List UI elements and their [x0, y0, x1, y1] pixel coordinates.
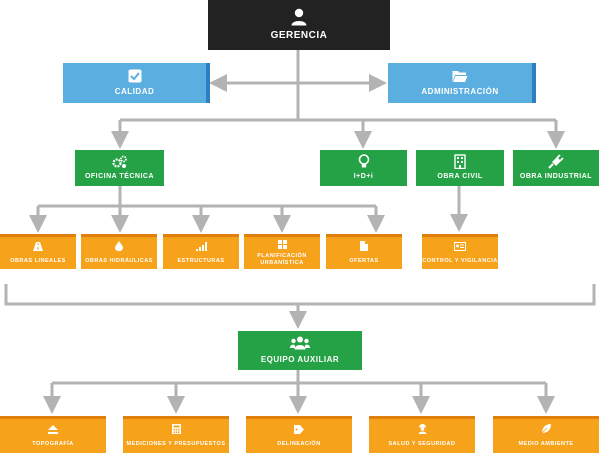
node-label: I+D+i: [353, 173, 374, 181]
node-label: OFERTAS: [349, 258, 379, 265]
folder-open-icon: [452, 70, 468, 83]
connector-bracket: [4, 284, 596, 306]
node-idi: I+D+i: [320, 150, 407, 186]
node-label: MEDIO AMBIENTE: [518, 441, 574, 448]
node-obras-hidraulicas: OBRAS HIDRÁULICAS: [81, 234, 157, 269]
calculator-icon: [171, 424, 181, 435]
node-label: CONTROL Y VIGILANCIA: [422, 257, 498, 264]
gears-icon: [111, 155, 128, 169]
node-planificacion: PLANIFICACIÓN URBANÍSTICA: [244, 234, 320, 269]
node-label: EQUIPO AUXILIAR: [260, 355, 340, 365]
node-label: OBRA INDUSTRIAL: [519, 173, 593, 181]
node-estructuras: ESTRUCTURAS: [163, 234, 239, 269]
group-icon: [290, 336, 310, 350]
checkbox-icon: [128, 69, 142, 83]
node-label: CALIDAD: [114, 87, 155, 97]
node-label: OBRAS HIDRÁULICAS: [85, 258, 153, 265]
document-icon: [360, 241, 368, 252]
connector-gerencia-calidad: [209, 50, 300, 92]
node-label: OBRA CIVIL: [437, 173, 483, 181]
node-topografia: TOPOGRAFÍA: [0, 416, 106, 453]
tag-icon: [294, 424, 304, 434]
grid-icon: [277, 240, 287, 250]
road-icon: [33, 241, 43, 251]
worker-icon: [418, 424, 427, 435]
node-salud: SALUD Y SEGURIDAD: [369, 416, 475, 453]
user-icon: [290, 8, 308, 26]
node-oficina-tecnica: OFICINA TÉCNICA: [75, 150, 164, 186]
node-mediciones: MEDICIONES Y PRESUPUESTOS: [123, 416, 229, 453]
node-administracion: ADMINISTRACIÓN: [388, 63, 536, 103]
node-calidad: CALIDAD: [63, 63, 210, 103]
node-gerencia: GERENCIA: [208, 0, 390, 50]
signal-bars-icon: [195, 241, 207, 251]
node-obra-industrial: OBRA INDUSTRIAL: [513, 150, 599, 186]
drop-icon: [115, 241, 123, 252]
building-icon: [454, 154, 466, 170]
node-label: ESTRUCTURAS: [177, 257, 225, 264]
node-obra-civil: OBRA CIVIL: [416, 150, 504, 186]
node-obras-lineales: OBRAS LINEALES: [0, 234, 76, 269]
leaf-icon: [541, 424, 551, 435]
node-label: MEDICIONES Y PRESUPUESTOS: [126, 441, 226, 448]
node-label: SALUD Y SEGURIDAD: [388, 441, 456, 448]
node-ofertas: OFERTAS: [326, 234, 402, 269]
id-card-icon: [454, 241, 466, 251]
node-label: DELINEACIÓN: [277, 440, 321, 447]
lightbulb-icon: [358, 154, 370, 169]
node-label: PLANIFICACIÓN URBANÍSTICA: [257, 253, 307, 266]
plug-icon: [548, 154, 564, 170]
node-control: CONTROL Y VIGILANCIA: [422, 234, 498, 269]
node-label: OFICINA TÉCNICA: [84, 172, 155, 180]
node-label: OBRAS LINEALES: [10, 257, 66, 264]
node-delineacion: DELINEACIÓN: [246, 416, 352, 453]
node-label: TOPOGRAFÍA: [32, 440, 74, 447]
node-medio-ambiente: MEDIO AMBIENTE: [493, 416, 599, 453]
eject-icon: [48, 424, 58, 434]
node-label: GERENCIA: [270, 30, 328, 42]
node-equipo-auxiliar: EQUIPO AUXILIAR: [238, 331, 362, 370]
node-label: ADMINISTRACIÓN: [421, 86, 499, 96]
